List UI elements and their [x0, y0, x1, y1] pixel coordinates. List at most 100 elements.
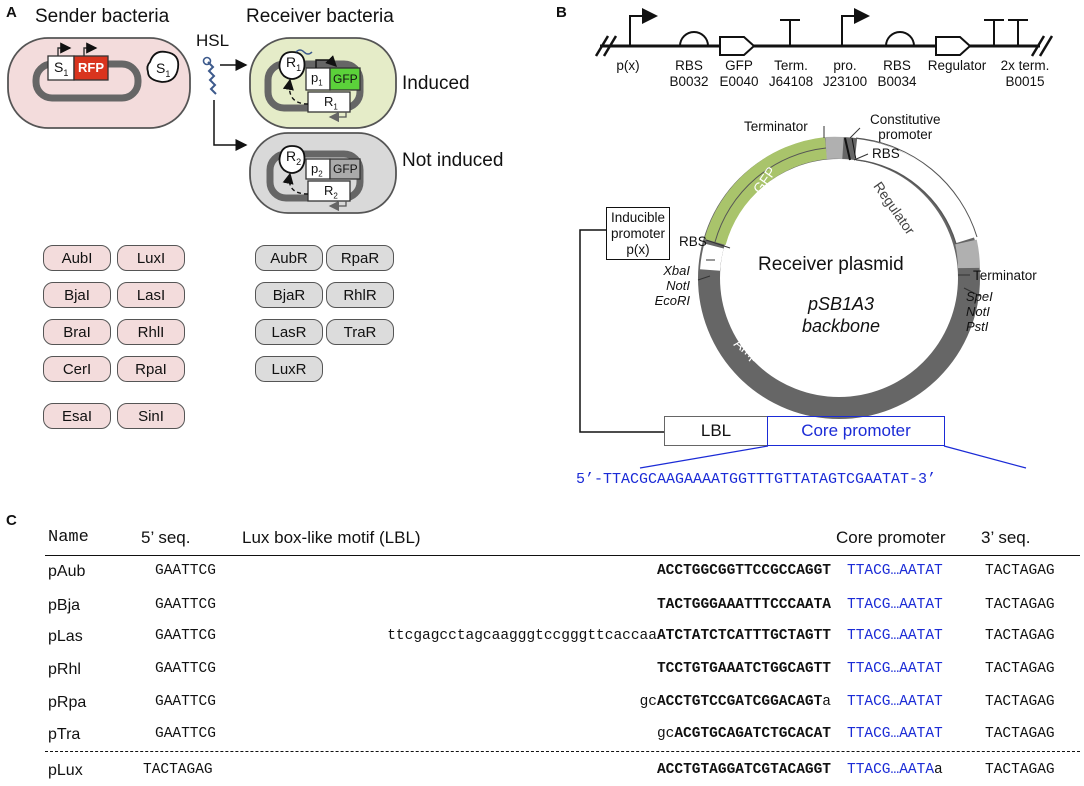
- plasmid-title: Receiver plasmid: [758, 254, 904, 275]
- sender-title: Sender bacteria: [35, 6, 170, 27]
- rbs-top-label: RBS: [872, 146, 900, 161]
- inducible-promoter-bracket: [579, 229, 664, 433]
- r1-protein: [278, 51, 306, 80]
- gfp-gene-not-induced: [329, 158, 361, 180]
- synthase-pill: LuxI: [117, 245, 185, 271]
- row-name: pLux: [48, 762, 83, 779]
- header-core: Core promoter: [836, 528, 946, 547]
- part-label: Term.J64108: [768, 58, 814, 89]
- induced-label: Induced: [402, 73, 470, 94]
- row-lbl-seq: TCCTGTGAAATCTGGCAGTT: [656, 661, 831, 677]
- terminator-icon: [780, 19, 800, 46]
- r2-protein-label: R2: [286, 148, 302, 167]
- row-three-seq: TACTAGAG: [985, 661, 1055, 677]
- arrow-to-receiver2: [213, 100, 248, 151]
- p2-label: p2: [311, 161, 323, 179]
- panel-a-label: A: [6, 4, 17, 21]
- table-row: pRhl GAATTCG TCCTGTGAAATCTGGCAGTT TTACG…AAT…: [0, 661, 1084, 685]
- part-label: Regulator: [927, 58, 987, 73]
- header-name: Name: [48, 528, 89, 547]
- row-five-seq: GAATTCG: [155, 597, 216, 613]
- row-name: pTra: [48, 726, 81, 743]
- row-name: pRpa: [48, 694, 87, 711]
- receptor-pill: TraR: [326, 319, 394, 345]
- rbs-icon: [679, 31, 709, 47]
- row-five-seq: TACTAGAG: [143, 762, 213, 778]
- row-three-seq: TACTAGAG: [985, 762, 1055, 778]
- r1-gene-label: R1: [324, 94, 338, 112]
- row-core-seq: TTACG…AATAT: [847, 597, 943, 613]
- regulator-cds-icon: [935, 36, 972, 56]
- promoter-icon: [841, 8, 870, 46]
- r2-protein: [278, 145, 306, 174]
- row-five-seq: GAATTCG: [155, 661, 216, 677]
- synthase-pill: BraI: [43, 319, 111, 345]
- s1-protein-label: S1: [156, 60, 171, 79]
- table-header-rule: [45, 555, 1080, 556]
- row-three-seq: TACTAGAG: [985, 563, 1055, 579]
- synthase-pill: AubI: [43, 245, 111, 271]
- synthase-pill: RhlI: [117, 319, 185, 345]
- r2-gene-label: R2: [324, 183, 338, 201]
- row-three-seq: TACTAGAG: [985, 597, 1055, 613]
- hsl-label: HSL: [196, 31, 230, 50]
- gfp-arc: [704, 137, 828, 246]
- row-lbl-seq: ACCTGGCGGTTCCGCCAGGT: [656, 563, 831, 579]
- receptor-pill: RhlR: [326, 282, 394, 308]
- panel-a-diagram: [7, 37, 397, 214]
- row-name: pAub: [48, 563, 86, 580]
- gfp-gene-induced: [329, 67, 361, 91]
- receptor-pill: LasR: [255, 319, 323, 345]
- plasmid-map: [579, 126, 981, 433]
- rbs-left-label: RBS: [679, 234, 707, 249]
- s1-gene-label: S1: [54, 59, 69, 78]
- double-terminator-icon: [984, 19, 1028, 46]
- p1-label: p1: [311, 70, 323, 88]
- hsl-molecule-icon: [207, 61, 217, 95]
- gfp2-label: GFP: [333, 162, 358, 176]
- header-five: 5’ seq.: [141, 528, 191, 547]
- row-core-seq: TTACG…AATAa: [847, 762, 943, 778]
- receptor-pill: LuxR: [255, 356, 323, 382]
- promoter-px-icon: [629, 8, 658, 46]
- gfp-cds-icon: [719, 36, 756, 56]
- panel-b-label: B: [556, 4, 567, 21]
- terminator-top-label: Terminator: [744, 119, 808, 134]
- core-expansion-lines: [639, 445, 1027, 469]
- header-lbl: Lux box-like motif (LBL): [242, 528, 421, 547]
- rfp-gene: [73, 55, 109, 81]
- row-three-seq: TACTAGAG: [985, 694, 1055, 710]
- r1-protein-label: R1: [286, 54, 302, 73]
- row-lbl-seq: gcACGTGCAGATCTGCACAT: [656, 726, 831, 742]
- synthase-pill: BjaI: [43, 282, 111, 308]
- row-five-seq: GAATTCG: [155, 628, 216, 644]
- row-five-seq: GAATTCG: [155, 694, 216, 710]
- panel-c-label: C: [6, 512, 17, 529]
- row-three-seq: TACTAGAG: [985, 726, 1055, 742]
- row-lbl-seq: ACCTGTAGGATCGTACAGGT: [656, 762, 831, 778]
- synthase-pill: EsaI: [43, 403, 111, 429]
- row-core-seq: TTACG…AATAT: [847, 661, 943, 677]
- synthase-pill: RpaI: [117, 356, 185, 382]
- receiver-title: Receiver bacteria: [246, 6, 394, 27]
- receptor-pill: BjaR: [255, 282, 323, 308]
- header-three: 3’ seq.: [981, 528, 1031, 547]
- row-name: pBja: [48, 597, 81, 614]
- rfp-label: RFP: [78, 60, 104, 75]
- row-name: pLas: [48, 628, 83, 645]
- row-five-seq: GAATTCG: [155, 563, 216, 579]
- row-core-seq: TTACG…AATAT: [847, 694, 943, 710]
- row-core-seq: TTACG…AATAT: [847, 726, 943, 742]
- row-name: pRhl: [48, 661, 81, 678]
